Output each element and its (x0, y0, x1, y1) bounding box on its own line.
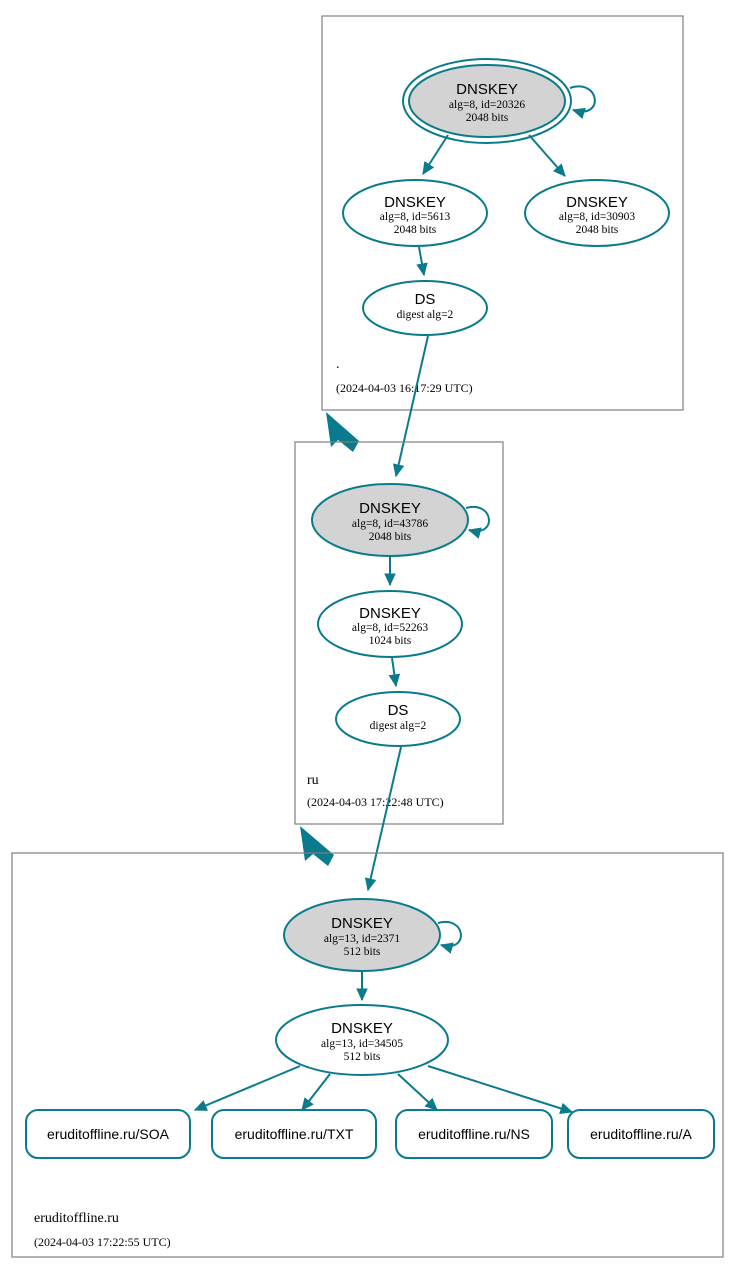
node-root-ksk[interactable]: DNSKEY alg=8, id=20326 2048 bits (402, 58, 596, 144)
zone-eruditoffline-border (11, 852, 724, 1258)
edge-zone-ksk-self-sign (437, 920, 462, 954)
node-ru-zsk-bits: 1024 bits (369, 635, 412, 647)
node-zone-ksk[interactable]: DNSKEY alg=13, id=2371 512 bits (283, 898, 462, 972)
edge-root-ksk-self-sign (569, 85, 596, 120)
node-zone-zsk-bits: 512 bits (344, 1051, 381, 1063)
node-zone-zsk[interactable]: DNSKEY alg=13, id=34505 512 bits (275, 1004, 449, 1076)
node-root-zsk-5613-bits: 2048 bits (394, 224, 437, 236)
rrset-soa[interactable]: eruditoffline.ru/SOA (25, 1109, 191, 1159)
node-ru-ksk-title: DNSKEY (359, 500, 421, 517)
node-root-zsk-30903-ellipse (524, 179, 670, 247)
edge-delegation-ru-to-zone (300, 826, 334, 866)
node-root-ds-ellipse (362, 280, 488, 336)
zone-root: DNSKEY alg=8, id=20326 2048 bits DNSKEY … (321, 15, 684, 411)
node-root-ds[interactable]: DS digest alg=2 (362, 280, 488, 336)
node-ru-zsk[interactable]: DNSKEY alg=8, id=52263 1024 bits (317, 590, 463, 658)
rrset-txt-box (211, 1109, 377, 1159)
zone-eruditoffline-timestamp: (2024-04-03 17:22:55 UTC) (34, 1235, 171, 1249)
node-zone-zsk-title: DNSKEY (331, 1020, 393, 1037)
node-ru-ds-digest: digest alg=2 (370, 720, 427, 732)
node-root-zsk-30903[interactable]: DNSKEY alg=8, id=30903 2048 bits (524, 179, 670, 247)
edge-root-ksk-to-zsk-5613 (422, 134, 449, 175)
edge-zone-zsk-to-rrset-ns (397, 1073, 438, 1111)
edge-zone-zsk-to-rrset-a (427, 1065, 574, 1115)
node-root-ds-digest: digest alg=2 (397, 309, 454, 321)
node-ru-ds-title: DS (388, 702, 409, 719)
rrset-soa-box (25, 1109, 191, 1159)
edge-zone-zsk-to-rrset-soa (193, 1065, 301, 1111)
edge-root-ksk-to-zsk-30903 (528, 134, 566, 177)
rrset-soa-label: eruditoffline.ru/SOA (47, 1126, 170, 1142)
edge-ru-ds-to-zone-ksk (364, 746, 402, 892)
node-ru-zsk-title: DNSKEY (359, 605, 421, 622)
zone-root-border (321, 15, 684, 411)
edge-ru-ksk-self-sign (465, 505, 490, 539)
zone-root-label: . (336, 357, 340, 372)
rrset-a-box (567, 1109, 715, 1159)
node-ru-ksk-alg-id: alg=8, id=43786 (352, 518, 428, 530)
node-root-ksk-bits: 2048 bits (466, 112, 509, 124)
node-root-zsk-30903-title: DNSKEY (566, 194, 628, 211)
zone-ru-label: ru (307, 773, 319, 788)
rrset-ns-label: eruditoffline.ru/NS (418, 1126, 530, 1142)
zone-ru: DNSKEY alg=8, id=43786 2048 bits DNSKEY … (294, 441, 504, 825)
node-root-zsk-5613-title: DNSKEY (384, 194, 446, 211)
node-ru-zsk-alg-id: alg=8, id=52263 (352, 622, 428, 634)
zone-ru-timestamp: (2024-04-03 17:22:48 UTC) (307, 795, 444, 809)
node-root-ksk-outer-ring (402, 58, 572, 144)
node-root-ksk-ellipse (408, 64, 566, 138)
node-root-zsk-30903-bits: 2048 bits (576, 224, 619, 236)
node-zone-ksk-ellipse (283, 898, 441, 972)
node-root-ds-title: DS (415, 291, 436, 308)
edge-ru-zsk-to-ds (388, 657, 401, 688)
node-root-zsk-5613-alg-id: alg=8, id=5613 (380, 211, 451, 223)
node-ru-zsk-ellipse (317, 590, 463, 658)
node-root-zsk-30903-alg-id: alg=8, id=30903 (559, 211, 635, 223)
zone-root-timestamp: (2024-04-03 16:17:29 UTC) (336, 381, 473, 395)
edge-root-ds-to-ru-ksk (392, 335, 429, 478)
zone-eruditoffline-label: eruditoffline.ru (34, 1211, 119, 1226)
node-zone-zsk-alg-id: alg=13, id=34505 (321, 1038, 403, 1050)
edge-delegation-root-to-ru (326, 412, 359, 452)
node-ru-ksk-bits: 2048 bits (369, 531, 412, 543)
zone-ru-border (294, 441, 504, 825)
node-ru-ksk-ellipse (311, 483, 469, 557)
node-ru-ds-ellipse (335, 691, 461, 747)
edge-zone-zsk-to-rrset-txt (301, 1073, 331, 1111)
node-ru-ds[interactable]: DS digest alg=2 (335, 691, 461, 747)
rrset-ns-box (395, 1109, 553, 1159)
zone-eruditoffline: DNSKEY alg=13, id=2371 512 bits DNSKEY a… (11, 852, 724, 1258)
rrset-ns[interactable]: eruditoffline.ru/NS (395, 1109, 553, 1159)
node-zone-ksk-alg-id: alg=13, id=2371 (324, 933, 400, 945)
rrset-txt[interactable]: eruditoffline.ru/TXT (211, 1109, 377, 1159)
rrset-a-label: eruditoffline.ru/A (590, 1126, 692, 1142)
node-root-zsk-5613-ellipse (342, 179, 488, 247)
node-zone-ksk-title: DNSKEY (331, 915, 393, 932)
rrset-txt-label: eruditoffline.ru/TXT (235, 1126, 354, 1142)
node-root-ksk-alg-id: alg=8, id=20326 (449, 99, 525, 111)
edge-root-zsk-5613-to-ds (416, 246, 428, 277)
node-zone-zsk-ellipse (275, 1004, 449, 1076)
node-ru-ksk[interactable]: DNSKEY alg=8, id=43786 2048 bits (311, 483, 490, 557)
rrset-a[interactable]: eruditoffline.ru/A (567, 1109, 715, 1159)
node-root-zsk-5613[interactable]: DNSKEY alg=8, id=5613 2048 bits (342, 179, 488, 247)
node-root-ksk-title: DNSKEY (456, 81, 518, 98)
node-zone-ksk-bits: 512 bits (344, 946, 381, 958)
